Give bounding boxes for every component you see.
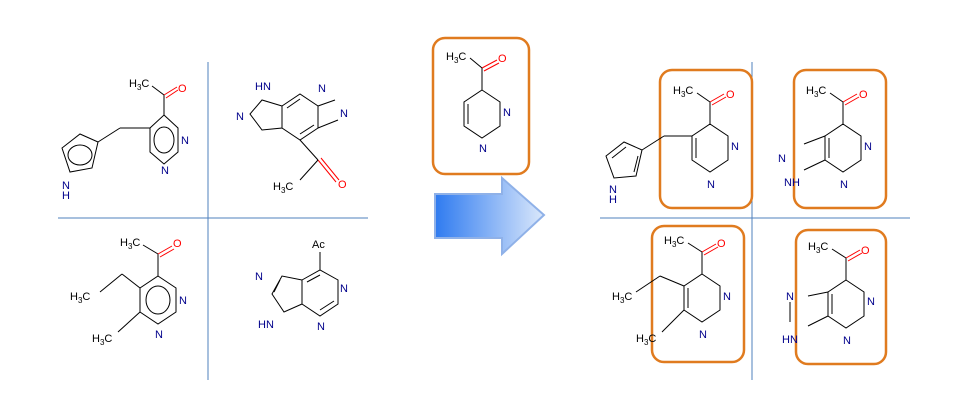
nitrogen-label: N — [609, 184, 617, 196]
result-molecule-4: H3C O N N N HN — [782, 228, 888, 366]
result-molecule-2: H3C O N N N NH — [778, 68, 888, 210]
nitrogen-label: N — [723, 291, 731, 303]
nitrogen-label: N — [340, 283, 348, 295]
methyl-label: H3C — [120, 237, 140, 251]
nitrogen-label: N — [179, 295, 187, 307]
match-highlight-box — [794, 228, 888, 366]
molecule-purine-acetyl: Ac N N N HN — [255, 239, 348, 333]
acetyl-label: Ac — [312, 239, 325, 251]
nitrogen-label: N — [864, 141, 872, 153]
methyl-label: H3C — [636, 333, 656, 347]
oxygen-label: O — [178, 83, 187, 95]
nitrogen-label: N — [255, 271, 263, 283]
methyl-label: H3C — [129, 78, 149, 92]
nitrogen-label: N — [778, 153, 786, 165]
oxygen-label: O — [173, 238, 182, 250]
imidazole-nh-label: HN — [258, 319, 274, 331]
nitrogen-label: N — [731, 141, 739, 153]
query-highlight-box — [431, 36, 531, 176]
nitrogen-label: N — [867, 296, 875, 308]
nitrogen-label: N — [840, 179, 848, 191]
nitrogen-label: N — [236, 111, 244, 123]
methyl-label: H3C — [673, 85, 693, 99]
molecule-pyrrolylmethyl-acetylpyrimidine: H3C O N N N H — [61, 78, 189, 202]
nitrogen-label: N — [503, 107, 511, 119]
methyl-label: H3C — [70, 291, 90, 305]
methyl-label: H3C — [612, 291, 632, 305]
molecule-ethyl-methyl-acetylpyrimidine: H3C O N N H3C H3C — [70, 237, 187, 347]
oxygen-label: O — [338, 179, 347, 191]
methyl-label: H3C — [806, 85, 826, 99]
methyl-label: H3C — [273, 181, 293, 195]
result-molecule-1: H3C O N N N H — [605, 68, 754, 210]
methyl-label: H3C — [446, 51, 466, 65]
methyl-label: H3C — [808, 241, 828, 255]
pyrrole-h-label: H — [609, 194, 617, 206]
nitrogen-label: N — [699, 329, 707, 341]
nitrogen-label: N — [707, 179, 715, 191]
right-grid-dividers — [600, 62, 910, 380]
molecule-pyrazolopyrimidine-acetyl: N N HN N O H3C — [236, 81, 348, 195]
oxygen-label: O — [726, 89, 735, 101]
pyrazole-nh-label: HN — [255, 81, 271, 93]
oxygen-label: O — [859, 89, 868, 101]
oxygen-label: O — [861, 245, 870, 257]
methyl-label: H3C — [92, 333, 112, 347]
left-grid-dividers — [58, 62, 368, 380]
pyrrole-h-label: H — [62, 190, 70, 202]
methyl-label: H3C — [664, 235, 684, 249]
nitrogen-label: N — [317, 321, 325, 333]
nitrogen-label: N — [479, 143, 487, 155]
pyrrole-nh-label: N — [62, 180, 70, 192]
oxygen-label: O — [498, 53, 507, 65]
nitrogen-label: N — [318, 83, 326, 95]
nitrogen-label: N — [340, 108, 348, 120]
query-substructure: H3C O N N — [431, 36, 531, 176]
nitrogen-label: N — [181, 135, 189, 147]
nitrogen-label: N — [786, 291, 794, 303]
nitrogen-label: N — [155, 329, 163, 341]
nitrogen-label: N — [843, 335, 851, 347]
transform-arrow — [434, 175, 546, 257]
pyrazole-nh-label: NH — [784, 177, 800, 189]
oxygen-label: O — [717, 238, 726, 250]
match-highlight-box — [650, 224, 746, 364]
imidazole-nh-label: HN — [782, 334, 798, 346]
result-molecule-3: H3C O N N H3C H3C — [612, 224, 746, 364]
match-highlight-box — [792, 68, 888, 210]
nitrogen-label: N — [161, 165, 169, 177]
